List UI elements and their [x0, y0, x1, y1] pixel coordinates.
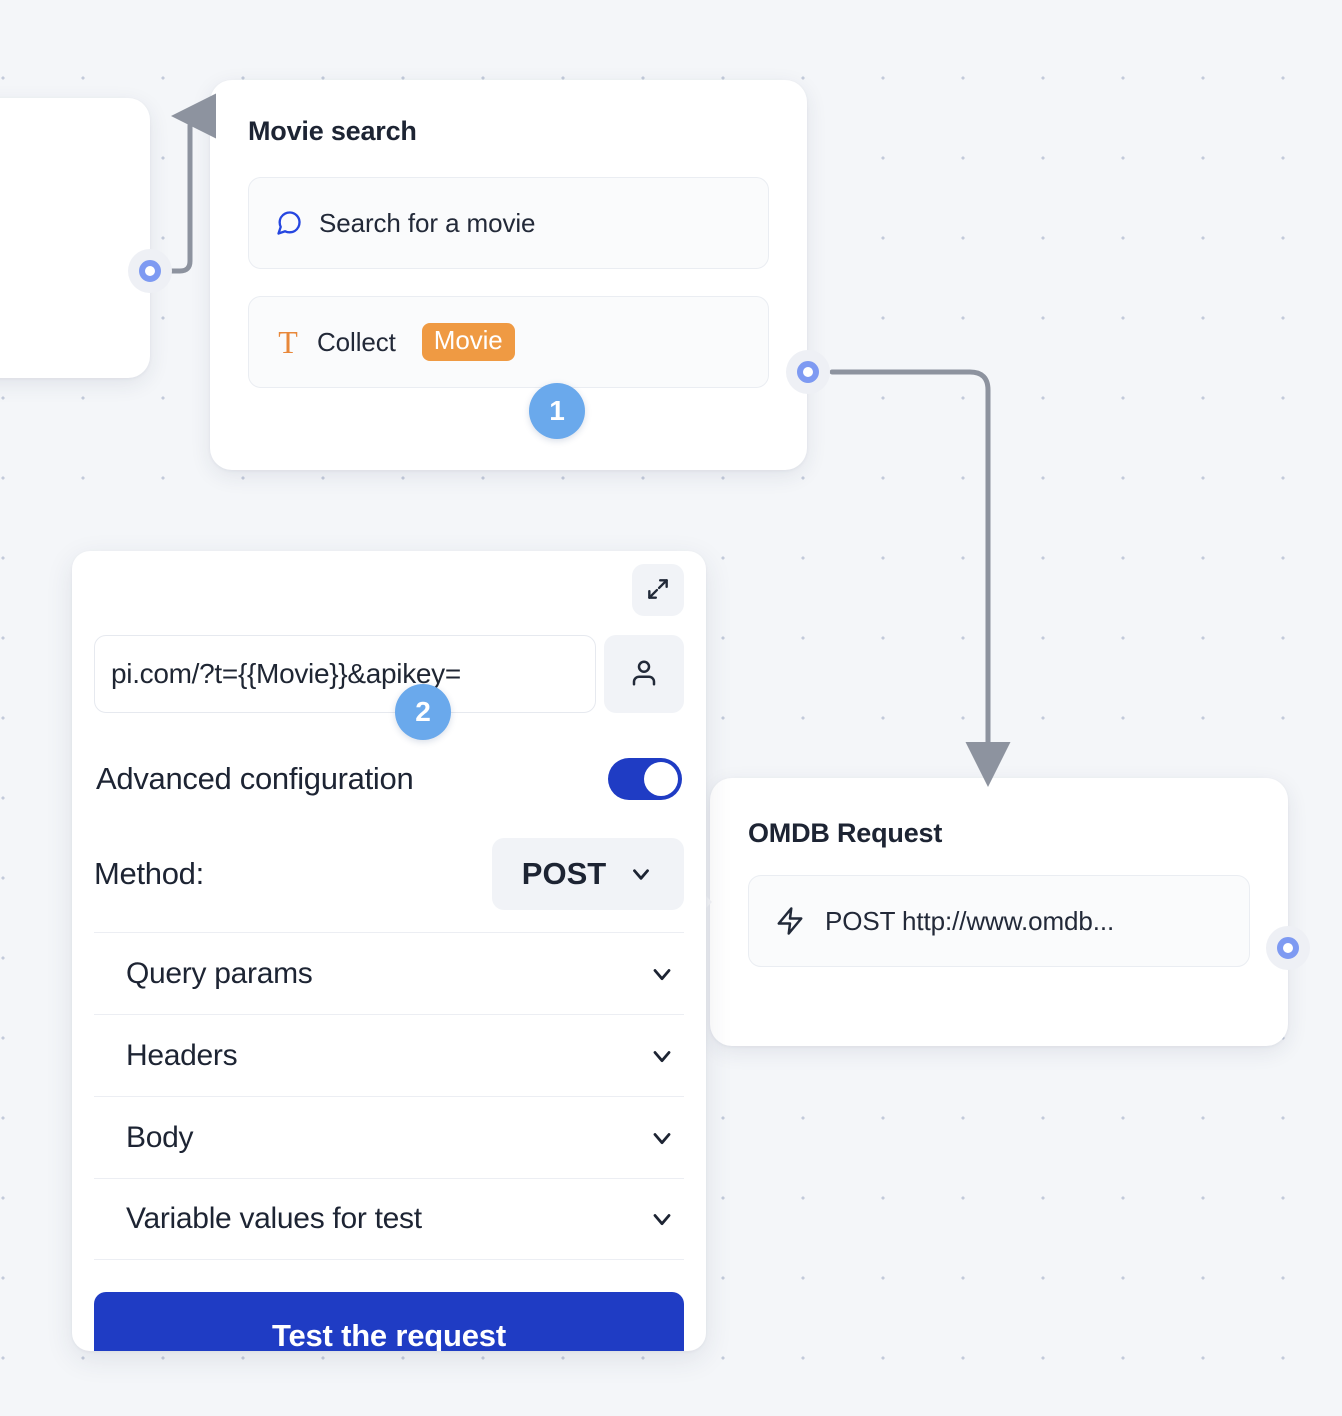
port-omdb-request-output[interactable] — [1266, 926, 1310, 970]
method-selected-value: POST — [521, 856, 607, 891]
lightning-bolt-icon — [775, 906, 805, 936]
person-icon — [629, 658, 659, 691]
accordion-label: Body — [126, 1120, 194, 1154]
node-partial-left[interactable] — [0, 98, 150, 378]
accordion-label: Variable values for test — [126, 1202, 422, 1235]
url-row — [94, 635, 684, 713]
advanced-configuration-label: Advanced configuration — [96, 761, 414, 796]
node-omdb-request-title: OMDB Request — [748, 818, 943, 848]
request-auth-button[interactable] — [604, 635, 684, 713]
edge-movie-search-to-omdb — [829, 369, 1011, 787]
chevron-down-icon — [628, 861, 654, 887]
method-row: Method: POST — [94, 838, 684, 932]
accordion-body[interactable]: Body — [94, 1096, 684, 1178]
accordion-label: Query params — [126, 956, 313, 990]
accordion-label: Headers — [126, 1038, 238, 1072]
chevron-down-icon — [648, 1124, 676, 1152]
text-field-icon: T — [278, 324, 298, 360]
expand-panel-button[interactable] — [632, 564, 684, 616]
advanced-configuration-toggle[interactable] — [608, 758, 682, 800]
panel-topbar — [94, 551, 684, 629]
test-the-request-button[interactable]: Test the request — [94, 1292, 684, 1351]
step-label: POST http://www.omdb... — [825, 905, 1115, 936]
step-post-omdb-request[interactable]: POST http://www.omdb... — [748, 875, 1250, 967]
message-bubble-icon — [275, 209, 303, 237]
chevron-down-icon — [648, 1205, 676, 1233]
method-label: Method: — [94, 856, 204, 891]
step-badge-2: 2 — [395, 684, 451, 740]
step-label: Collect — [317, 326, 396, 357]
accordion-variable-values-for-test[interactable]: Variable values for test — [94, 1178, 684, 1260]
request-url-input[interactable] — [94, 635, 596, 713]
chevron-down-icon — [648, 1042, 676, 1070]
chevron-down-icon — [648, 960, 676, 988]
node-omdb-request[interactable]: OMDB Request POST http://www.omdb... — [696, 778, 1288, 1046]
port-left-node-output[interactable] — [128, 249, 172, 293]
variable-pill-movie[interactable]: Movie — [421, 323, 515, 361]
accordion-headers[interactable]: Headers — [94, 1014, 684, 1096]
node-movie-search-title: Movie search — [248, 116, 417, 146]
node-movie-search[interactable]: Movie search Search for a movie T Collec… — [210, 80, 807, 470]
expand-diagonal-icon — [645, 576, 671, 605]
panel-request-config: Advanced configuration Method: POST Quer… — [72, 551, 706, 1351]
step-label: Search for a movie — [319, 207, 536, 238]
advanced-configuration-row: Advanced configuration — [94, 758, 684, 800]
port-movie-search-output[interactable] — [786, 350, 830, 394]
step-badge-1: 1 — [529, 383, 585, 439]
method-select[interactable]: POST — [492, 838, 684, 910]
edge-left-to-movie-search — [169, 93, 216, 274]
step-search-for-a-movie[interactable]: Search for a movie — [248, 177, 769, 269]
step-collect-movie[interactable]: T Collect Movie — [248, 296, 769, 388]
accordion-query-params[interactable]: Query params — [94, 932, 684, 1014]
